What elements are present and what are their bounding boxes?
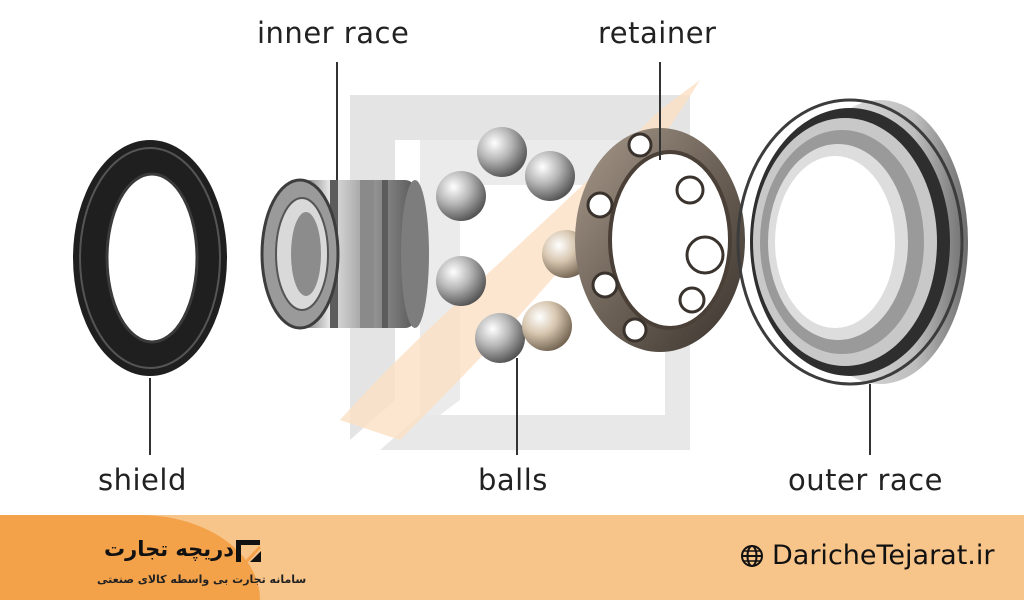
inner-race-part — [260, 178, 429, 330]
ball — [475, 313, 525, 363]
label-shield: shield — [98, 463, 187, 497]
label-outer-race: outer race — [788, 463, 943, 497]
website-link[interactable]: DaricheTejarat.ir — [740, 540, 995, 571]
brand-logo-icon — [236, 540, 261, 562]
ball — [436, 171, 486, 221]
label-balls: balls — [478, 463, 548, 497]
leader-lines — [149, 62, 871, 455]
brand-name: دریچه تجارت — [104, 537, 235, 561]
bearing-exploded-diagram — [73, 62, 968, 455]
label-inner-race: inner race — [257, 16, 410, 50]
footer-banner — [0, 515, 1024, 600]
outer-race-part — [736, 98, 968, 386]
ball — [477, 127, 527, 177]
ball — [525, 151, 575, 201]
website-url[interactable]: DaricheTejarat.ir — [772, 540, 995, 571]
label-retainer: retainer — [598, 16, 717, 50]
retainer-part — [575, 128, 745, 352]
brand-tagline: سامانه تجارت بی واسطه کالای صنعتی — [97, 573, 307, 586]
ball — [522, 301, 572, 351]
balls-part — [436, 127, 590, 363]
ball — [436, 256, 486, 306]
globe-icon — [741, 544, 763, 567]
shield-part — [73, 140, 227, 376]
